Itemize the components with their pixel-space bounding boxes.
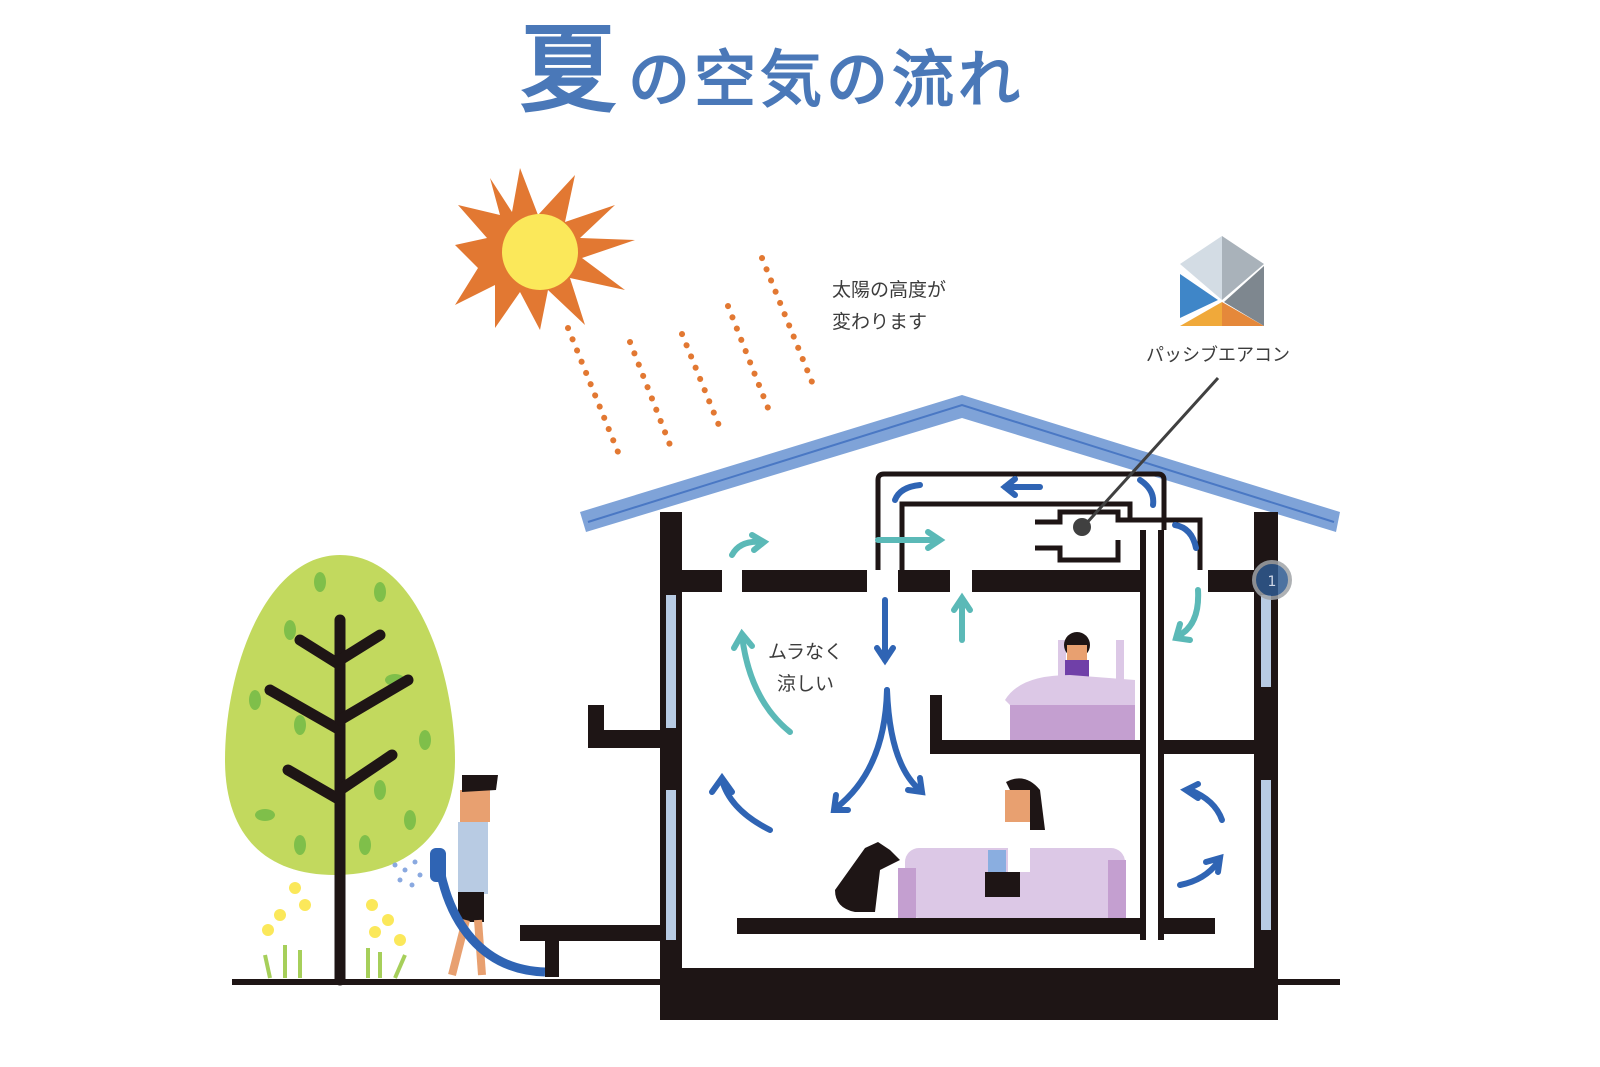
aircon-unit-dot bbox=[1073, 518, 1091, 536]
sun-icon bbox=[455, 168, 635, 330]
boy-watering-icon bbox=[392, 775, 546, 977]
sun-altitude-label: 太陽の高度が 変わります bbox=[832, 274, 946, 338]
grass-icon bbox=[263, 945, 407, 979]
roof bbox=[580, 395, 1340, 532]
even-cool-line2: 涼しい bbox=[777, 673, 835, 695]
sunlight-rays bbox=[565, 255, 819, 465]
title-summer-char: 夏 bbox=[520, 14, 616, 126]
flowers-icon bbox=[262, 882, 406, 946]
passive-aircon-logo-icon bbox=[1180, 236, 1264, 326]
even-cool-label: ムラなく 涼しい bbox=[768, 636, 843, 700]
house-structure bbox=[520, 512, 1278, 1020]
title-rest: の空気の流れ bbox=[628, 43, 1025, 116]
number-marker[interactable]: 1 bbox=[1252, 560, 1292, 600]
airflow-arrows-teal bbox=[729, 529, 1202, 735]
windows bbox=[666, 595, 1271, 940]
diagram-title: 夏 の空気の流れ bbox=[520, 20, 1024, 120]
sofa-woman-cat-icon bbox=[835, 778, 1126, 918]
even-cool-line1: ムラなく bbox=[768, 641, 844, 663]
marker-number: 1 bbox=[1268, 574, 1277, 590]
airflow-arrows-cool bbox=[709, 476, 1225, 888]
passive-aircon-label: パッシブエアコン bbox=[1146, 345, 1290, 366]
aircon-pointer-line bbox=[1082, 376, 1220, 528]
sun-altitude-line1: 太陽の高度が bbox=[832, 279, 947, 301]
sun-altitude-line2: 変わります bbox=[832, 311, 928, 333]
girl-in-bed-icon bbox=[1005, 632, 1135, 740]
tree-icon bbox=[225, 555, 455, 986]
